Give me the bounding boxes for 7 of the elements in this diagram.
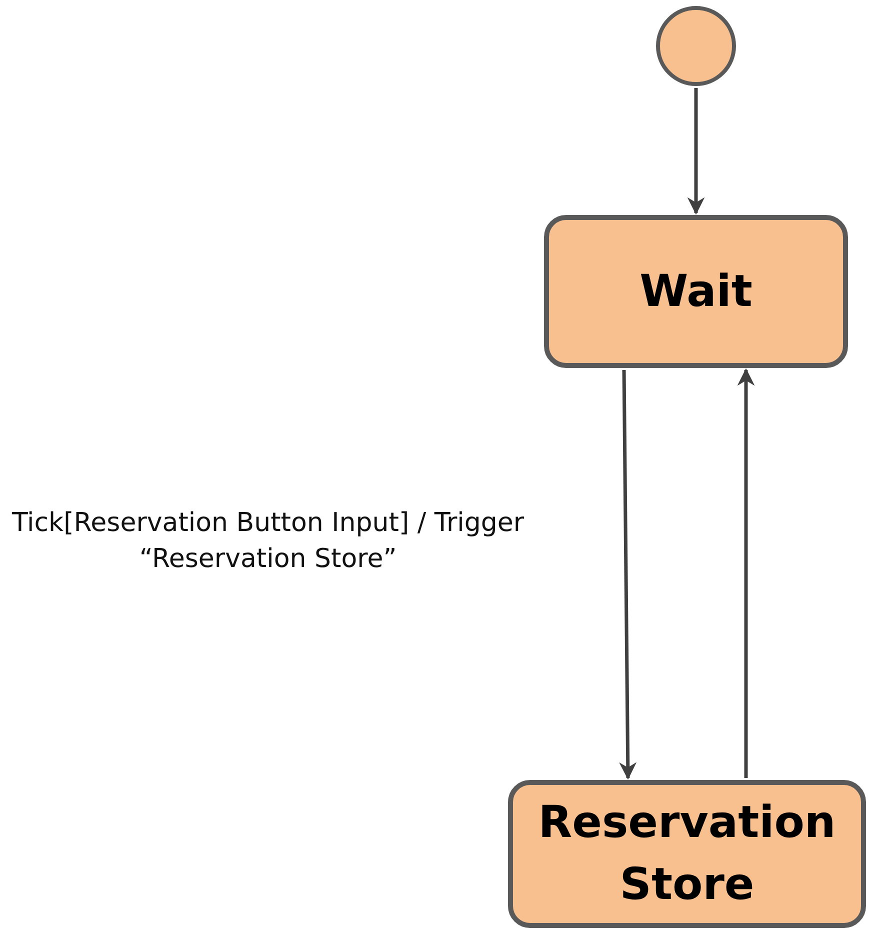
state-name: Reservation Store: [537, 796, 837, 912]
arrow: [687, 88, 705, 215]
state-name: Wait: [640, 264, 752, 319]
arrow: [737, 368, 755, 778]
state-box: [508, 780, 866, 928]
arrow: [619, 370, 637, 780]
state-box: [544, 215, 848, 368]
